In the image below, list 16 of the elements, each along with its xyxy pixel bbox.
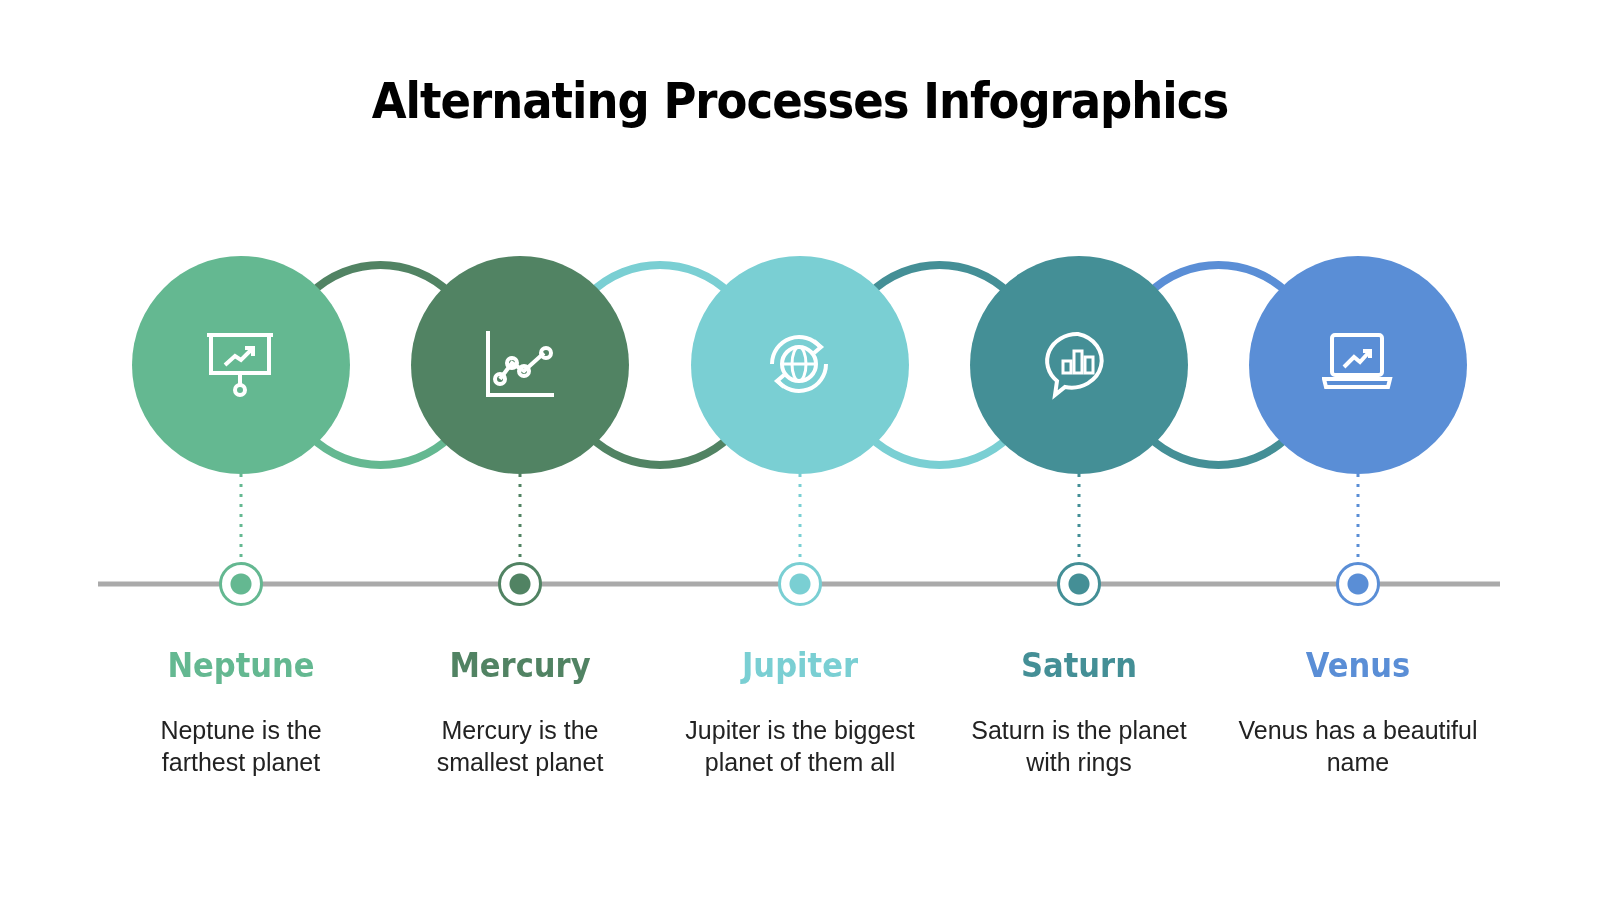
timeline-marker <box>219 562 263 606</box>
step-description: Jupiter is the biggest planet of them all <box>684 715 916 778</box>
timeline-marker <box>1336 562 1380 606</box>
timeline-marker <box>498 562 542 606</box>
step-heading: Jupiter <box>739 645 859 685</box>
step-heading: Venus <box>1304 645 1412 685</box>
step-description: Neptune is the farthest planet <box>159 715 323 778</box>
step-description: Mercury is the smallest planet <box>435 715 605 778</box>
step-heading: Mercury <box>448 645 592 685</box>
timeline-marker <box>1057 562 1101 606</box>
timeline-marker <box>778 562 822 606</box>
step-description: Saturn is the planet with rings <box>970 715 1188 778</box>
step-heading: Neptune <box>166 645 316 685</box>
step-description: Venus has a beautiful name <box>1237 715 1479 778</box>
title: Alternating Processes Infographics <box>371 72 1229 130</box>
step-heading: Saturn <box>1020 645 1138 685</box>
